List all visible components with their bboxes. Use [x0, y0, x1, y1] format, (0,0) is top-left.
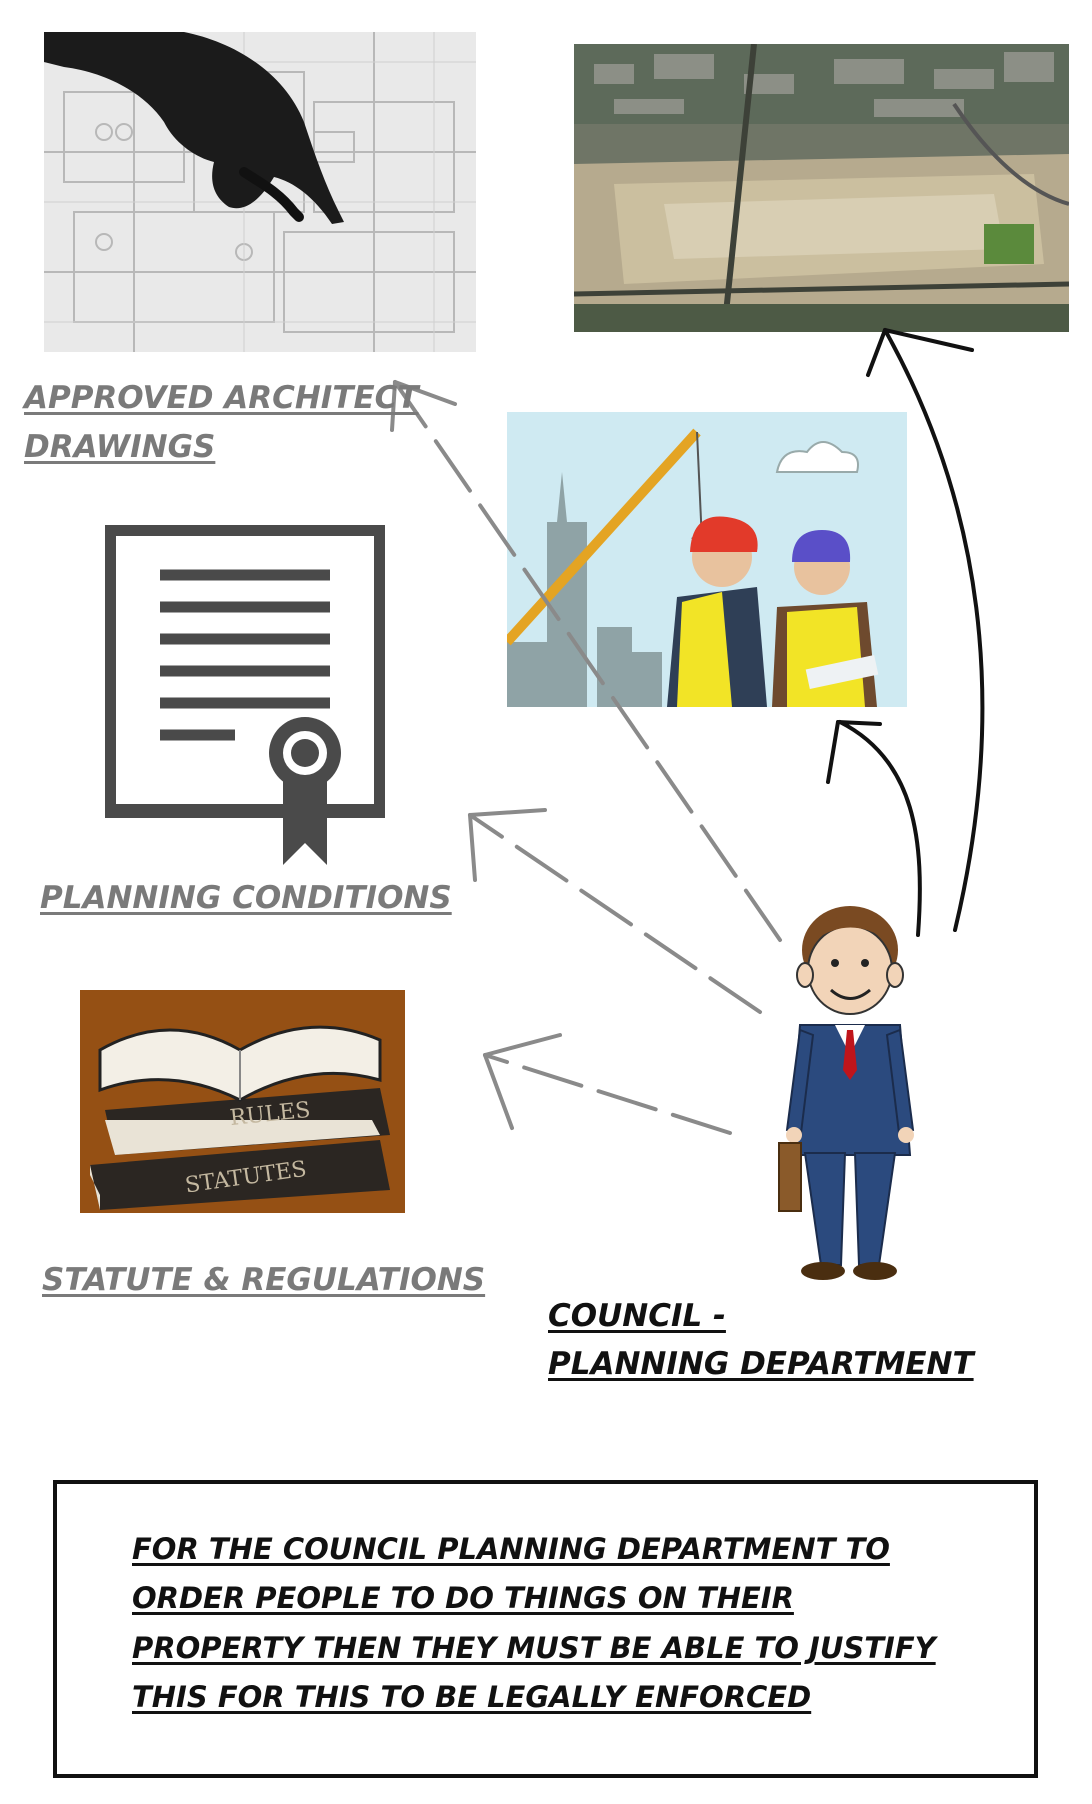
notice-line-4: THIS FOR THIS TO BE LEGALLY ENFORCED: [132, 1680, 812, 1714]
council-label-line1: COUNCIL -: [548, 1298, 726, 1334]
statute-label: STATUTE & REGULATIONS: [42, 1262, 486, 1298]
drawings-label-line2: DRAWINGS: [24, 429, 216, 465]
drawings-label-line1: APPROVED ARCHITECT: [24, 380, 419, 416]
aerial-site-photo: [574, 44, 1069, 332]
law-books-image: STATUTES RULES: [80, 990, 405, 1213]
notice-line-2: ORDER PEOPLE TO DO THINGS ON THEIR: [132, 1581, 794, 1615]
notice-line-3: PROPERTY THEN THEY MUST BE ABLE TO JUSTI…: [132, 1631, 936, 1665]
council-officer-figure: [775, 895, 925, 1285]
arrow-to-drawings: [393, 380, 782, 942]
notice-line-1: FOR THE COUNCIL PLANNING DEPARTMENT TO: [132, 1532, 890, 1566]
construction-workers-image: [507, 412, 907, 707]
arrow-to-statute: [483, 1053, 732, 1135]
arrow-to-site: [883, 328, 985, 932]
blueprint-photo: [44, 32, 476, 352]
arrow-to-conditions: [468, 813, 762, 1014]
council-label-line2: PLANNING DEPARTMENT: [548, 1346, 974, 1382]
arrow-to-workers: [838, 720, 922, 937]
conditions-label: PLANNING CONDITIONS: [40, 880, 452, 916]
notice-box: FOR THE COUNCIL PLANNING DEPARTMENT TO O…: [53, 1480, 1038, 1778]
certificate-icon: [105, 525, 385, 865]
